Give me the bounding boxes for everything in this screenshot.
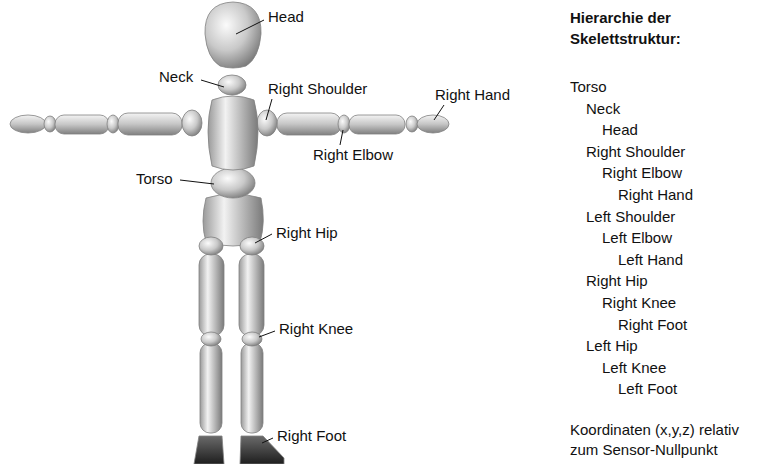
callout-label: Right Hand (435, 86, 510, 104)
left-thigh (199, 254, 224, 336)
right-wrist (406, 116, 418, 132)
callout-label: Neck (159, 68, 193, 86)
coordinate-note: Koordinaten (x,y,z) relativ zum Sensor-N… (570, 420, 760, 460)
leader-line (266, 99, 272, 120)
leader-line (201, 80, 224, 87)
right-hand (417, 115, 449, 133)
leader-line (255, 234, 272, 243)
right-elbow (338, 115, 350, 133)
head-shape (205, 2, 261, 68)
hierarchy-item: Right Knee (602, 294, 676, 312)
callout-label: Right Elbow (313, 146, 393, 164)
callout-label: Torso (136, 170, 173, 188)
callout-label: Right Shoulder (268, 80, 367, 98)
right-shoulder-joint (257, 110, 277, 136)
left-shoulder-joint (182, 110, 202, 136)
hierarchy-item: Left Hand (618, 251, 683, 269)
leader-line (259, 331, 275, 337)
left-foot (194, 436, 224, 464)
right-shin (241, 343, 263, 433)
hierarchy-item: Left Elbow (602, 229, 672, 247)
body-parts (10, 2, 449, 464)
torso-joint (211, 168, 255, 198)
leader-line (340, 130, 343, 145)
neck-joint (218, 75, 246, 95)
hierarchy-item: Left Foot (618, 380, 677, 398)
hierarchy-item: Left Shoulder (586, 208, 675, 226)
hierarchy-item: Right Elbow (602, 164, 682, 182)
right-thigh (239, 254, 264, 336)
hierarchy-item: Neck (586, 100, 620, 118)
left-upper-arm (118, 113, 182, 135)
leader-line (262, 438, 273, 443)
left-forearm (55, 115, 109, 134)
right-knee-joint (242, 332, 262, 346)
right-upper-arm (277, 113, 341, 135)
hierarchy-item: Right Shoulder (586, 143, 685, 161)
hierarchy-item: Left Knee (602, 359, 666, 377)
hierarchy-item: Head (602, 121, 638, 139)
hierarchy-item: Left Hip (586, 337, 638, 355)
left-wrist (44, 116, 56, 132)
callout-label: Right Hip (276, 224, 338, 242)
left-hip-joint (199, 237, 223, 255)
left-hand (10, 115, 46, 133)
list-heading: Hierarchie der Skelettstruktur: (570, 7, 730, 49)
leader-lines (180, 20, 444, 443)
callout-label: Right Foot (277, 427, 346, 445)
hierarchy-item: Right Foot (618, 316, 687, 334)
leader-line (236, 20, 264, 34)
hierarchy-item: Torso (570, 78, 607, 96)
hierarchy-item: Right Hand (618, 186, 693, 204)
hierarchy-item: Right Hip (586, 272, 648, 290)
right-forearm (349, 115, 405, 134)
leader-line (180, 180, 214, 184)
leader-line (434, 105, 444, 120)
callout-label: Right Knee (279, 320, 353, 338)
left-knee-joint (201, 332, 221, 346)
callout-label: Head (268, 8, 304, 26)
left-elbow (107, 115, 119, 133)
left-shin (200, 343, 222, 433)
chest (208, 96, 258, 170)
